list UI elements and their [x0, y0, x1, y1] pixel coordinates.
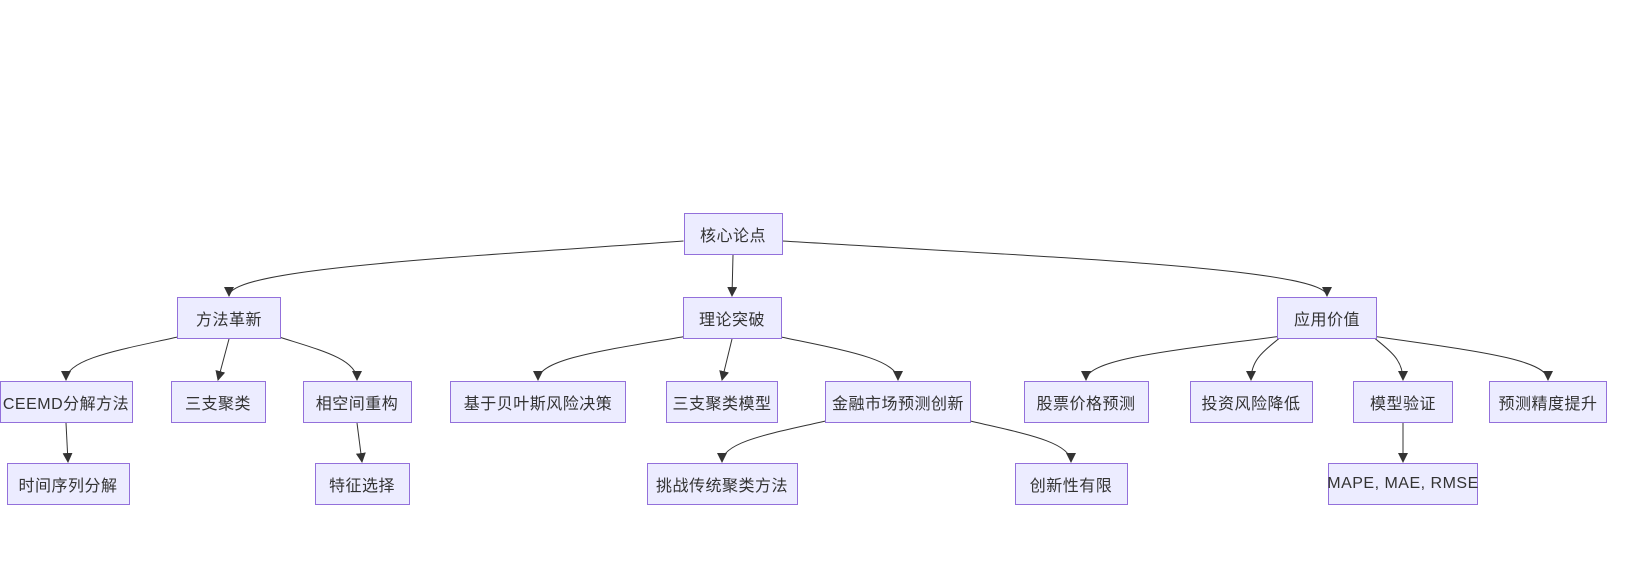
edge-method-ceemd — [61, 335, 183, 381]
edge-application-validation — [1371, 335, 1408, 381]
node-phase-space: 相空间重构 — [302, 381, 412, 423]
node-precision: 预测精度提升 — [1489, 381, 1607, 423]
node-root: 核心论点 — [683, 213, 783, 255]
edge-finance-challenge — [717, 419, 831, 463]
edge-root-method — [224, 240, 684, 297]
edge-theory-bayes — [533, 335, 688, 381]
node-feature: 特征选择 — [314, 463, 410, 505]
edge-theory-three-way-model — [719, 338, 733, 381]
edge-root-application — [782, 240, 1332, 297]
node-ts-decomp: 时间序列分解 — [6, 463, 130, 505]
node-finance: 金融市场预测创新 — [825, 381, 971, 423]
node-challenge: 挑战传统聚类方法 — [646, 463, 798, 505]
edge-ceemd-ts-decomp — [62, 422, 73, 463]
node-three-way: 三支聚类 — [170, 381, 266, 423]
node-risk: 投资风险降低 — [1189, 381, 1313, 423]
node-three-way-model: 三支聚类模型 — [666, 381, 778, 423]
node-metrics: MAPE, MAE, RMSE — [1327, 463, 1478, 505]
edges-group — [61, 240, 1553, 463]
edge-root-theory — [727, 254, 738, 297]
node-application: 应用价值 — [1277, 297, 1377, 339]
node-stock: 股票价格预测 — [1023, 381, 1149, 423]
node-theory: 理论突破 — [682, 297, 782, 339]
edge-application-precision — [1371, 335, 1553, 381]
edge-finance-limited — [965, 419, 1076, 463]
edge-phase-space-feature — [355, 422, 366, 463]
edge-method-three-way — [215, 338, 230, 381]
edge-method-phase-space — [275, 335, 362, 381]
node-validation: 模型验证 — [1353, 381, 1453, 423]
node-bayes: 基于贝叶斯风险决策 — [450, 381, 626, 423]
node-ceemd: CEEMD分解方法 — [0, 381, 133, 423]
edge-application-risk — [1246, 335, 1283, 381]
edge-application-stock — [1081, 335, 1283, 381]
node-limited: 创新性有限 — [1014, 463, 1128, 505]
edge-theory-finance — [776, 335, 903, 381]
node-method: 方法革新 — [177, 297, 281, 339]
